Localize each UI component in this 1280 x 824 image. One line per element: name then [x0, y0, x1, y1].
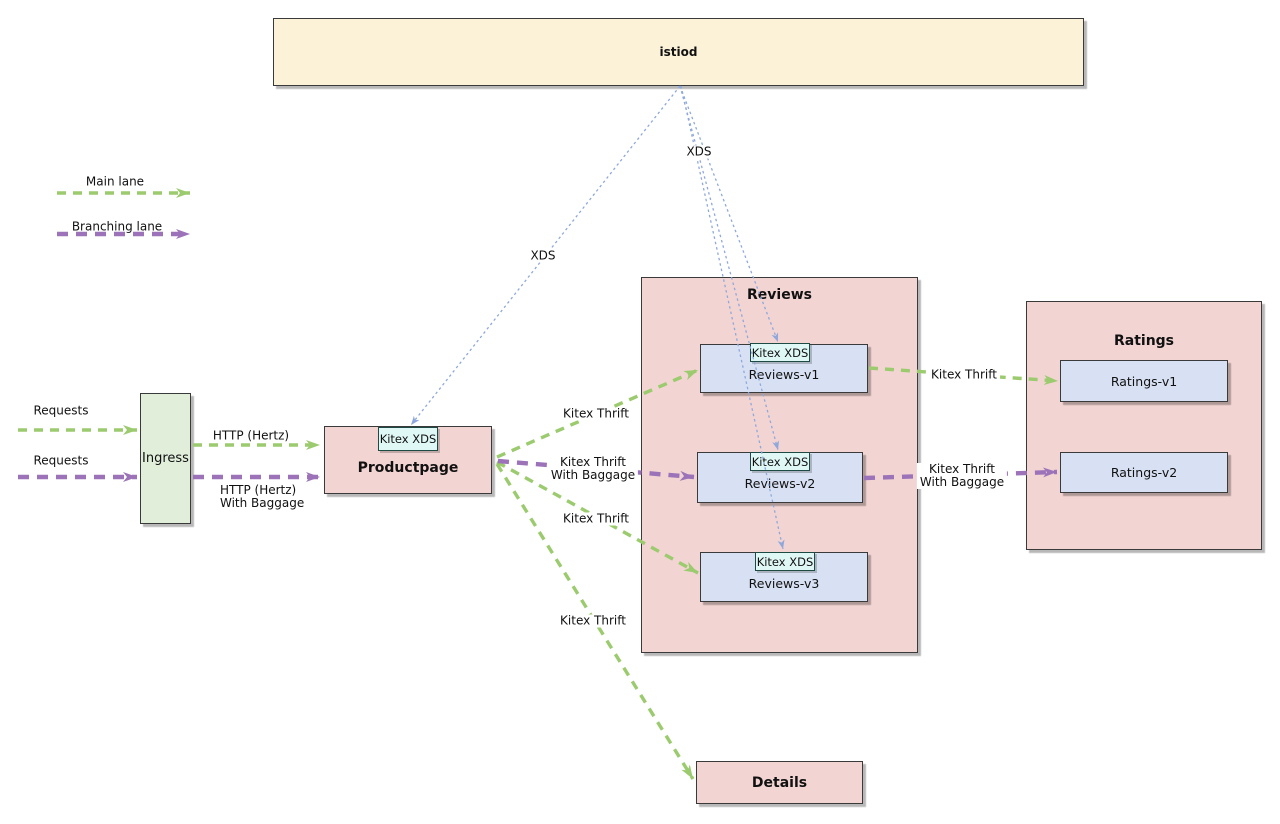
ratings-v1-box: Ratings-v1 [1060, 360, 1228, 402]
reviews-v2-kitex-xds-badge: Kitex XDS [750, 452, 810, 471]
details-label: Details [751, 774, 808, 791]
edge-label-with-baggage-line: With Baggage [550, 468, 636, 482]
kitex-xds-badge-label: Kitex XDS [751, 345, 809, 360]
istiod-box: istiod [273, 18, 1084, 86]
reviews-v3-kitex-xds-badge: Kitex XDS [755, 552, 815, 571]
ratings-group: Ratings [1026, 301, 1262, 550]
kitex-xds-badge-label: Kitex XDS [756, 554, 814, 569]
edge-label-kitex-thrift-baggage-v2: Kitex Thrift With Baggage [547, 456, 639, 482]
edge-label-with-baggage-line: With Baggage [220, 496, 305, 510]
reviews-v1-label: Reviews-v1 [748, 367, 820, 382]
reviews-v2-label: Reviews-v2 [744, 476, 816, 491]
reviews-v1-kitex-xds-badge: Kitex XDS [750, 343, 810, 362]
ratings-v2-label: Ratings-v2 [1110, 465, 1178, 480]
ratings-v2-box: Ratings-v2 [1060, 452, 1228, 493]
edge-label-xds-productpage: XDS [527, 249, 559, 263]
edge-label-http-hertz: HTTP (Hertz) [212, 428, 290, 443]
edge-label-kitex-thrift-v1: Kitex Thrift [560, 407, 632, 421]
reviews-v3-label: Reviews-v3 [748, 575, 820, 591]
productpage-kitex-xds-badge: Kitex XDS [378, 427, 438, 451]
details-box: Details [696, 761, 863, 804]
ingress-label: Ingress [142, 451, 189, 466]
ratings-v1-label: Ratings-v1 [1110, 373, 1178, 389]
edge-label-requests-branching: Requests [33, 453, 89, 468]
edge-label-http-hertz-baggage: HTTP (Hertz) With Baggage [220, 484, 304, 510]
legend-main-lane-label: Main lane [85, 174, 145, 189]
edge-label-kitex-thrift-v3: Kitex Thrift [560, 512, 632, 526]
kitex-xds-badge-label: Kitex XDS [751, 454, 809, 469]
istiod-label: istiod [659, 45, 698, 59]
kitex-xds-badge-label: Kitex XDS [379, 432, 437, 446]
productpage-label: Productpage [357, 460, 459, 476]
edge-label-with-baggage-line: With Baggage [919, 475, 1005, 489]
legend-branching-lane-label: Branching lane [71, 219, 163, 234]
edge-label-http-hertz-line: HTTP (Hertz) [220, 483, 297, 497]
ingress-box: Ingress [140, 393, 191, 524]
reviews-group-title: Reviews [747, 287, 812, 303]
edge-label-requests-main: Requests [33, 403, 89, 418]
ratings-group-title: Ratings [1113, 333, 1175, 349]
edge-label-kitex-thrift-baggage-ratings-v2: Kitex Thrift With Baggage [916, 463, 1008, 489]
edge-label-kitex-thrift-ratings-v1: Kitex Thrift [928, 368, 1000, 382]
edge-label-xds-reviews: XDS [683, 145, 715, 159]
edge-label-kitex-thrift-details: Kitex Thrift [557, 614, 629, 628]
